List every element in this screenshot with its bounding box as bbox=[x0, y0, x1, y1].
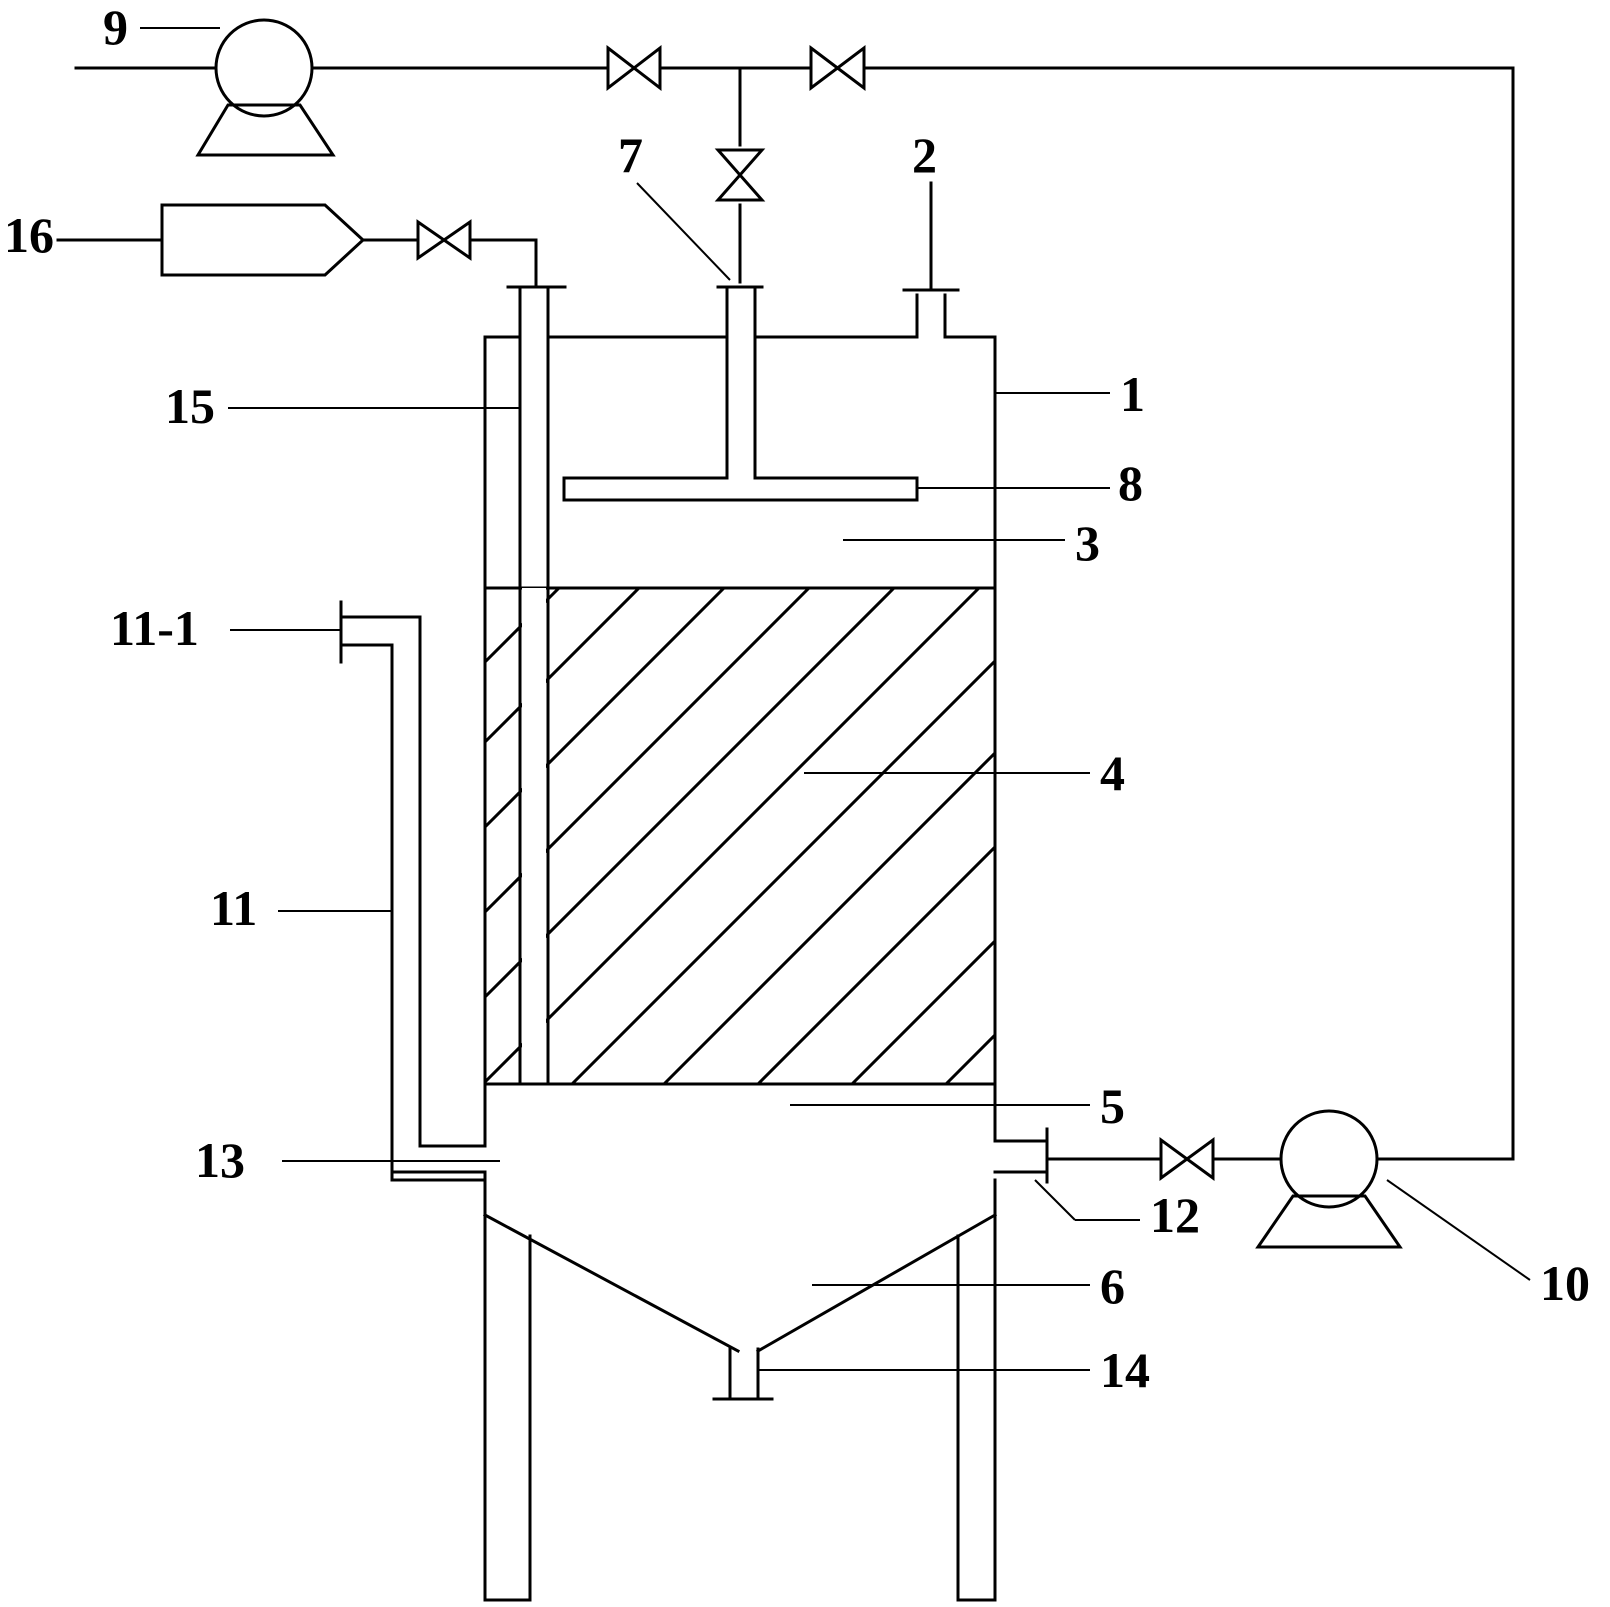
label-13: 13 bbox=[195, 1132, 245, 1188]
aeration-tube-mask bbox=[522, 588, 546, 1082]
top-pipe bbox=[310, 66, 1515, 1161]
label-14: 14 bbox=[1100, 1342, 1150, 1398]
label-8: 8 bbox=[1118, 455, 1143, 511]
label-1: 1 bbox=[1120, 366, 1145, 422]
packing-layer-4 bbox=[485, 588, 996, 1084]
reactor-shell bbox=[482, 335, 998, 1602]
valve-gas-icon[interactable] bbox=[416, 219, 472, 261]
valve-outlet-icon[interactable] bbox=[1159, 1137, 1215, 1181]
gas-cylinder-16 bbox=[56, 203, 538, 287]
valve-vertical-icon[interactable] bbox=[714, 148, 766, 202]
valve-top-left-icon[interactable] bbox=[606, 44, 662, 92]
inlet-pipe-7 bbox=[716, 285, 764, 480]
label-11: 11 bbox=[210, 880, 257, 936]
label-16: 16 bbox=[4, 207, 54, 263]
distributor-8 bbox=[562, 476, 919, 502]
label-15: 15 bbox=[165, 378, 215, 434]
aeration-tube-15 bbox=[506, 285, 567, 1086]
label-3: 3 bbox=[1075, 515, 1100, 571]
label-10: 10 bbox=[1540, 1255, 1590, 1311]
label-6: 6 bbox=[1100, 1258, 1125, 1314]
label-7: 7 bbox=[618, 127, 643, 183]
label-11-1: 11-1 bbox=[110, 600, 199, 656]
label-9: 9 bbox=[103, 0, 128, 55]
valve-top-right-icon[interactable] bbox=[809, 44, 866, 92]
outlet-pipe-12 bbox=[993, 1127, 1515, 1184]
label-4: 4 bbox=[1100, 745, 1125, 801]
label-2: 2 bbox=[912, 127, 937, 183]
gas-outlet-2 bbox=[902, 181, 960, 339]
label-5: 5 bbox=[1100, 1078, 1125, 1134]
sludge-outlet-14 bbox=[712, 1347, 774, 1401]
recirculation-pump-10 bbox=[1255, 1109, 1403, 1249]
recirculation-pipe-11 bbox=[339, 600, 487, 1182]
leader-lines bbox=[140, 27, 1531, 1371]
label-12: 12 bbox=[1150, 1187, 1200, 1243]
